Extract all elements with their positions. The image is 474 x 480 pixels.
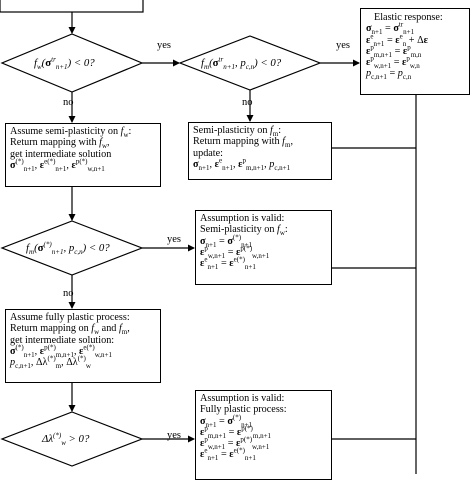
validfull-line-4: εpm,n+1 = εp(*)m,n+1 (200, 424, 272, 440)
elastic-line-2: εen+1 = εen + Δε (366, 32, 428, 48)
no-label-d1: no (63, 97, 74, 108)
decision-4-text: Δλ(*)w > 0? (42, 431, 90, 448)
validw-line-4: εpw,n+1 = εp(*)w,n+1 (200, 244, 270, 260)
elastic-response-box: Elastic response: σn+1 = σtrn+1 εen+1 = … (360, 8, 470, 95)
validfull-line-1: Assumption is valid: (200, 393, 285, 404)
semi-plasticity-fw-box: Assume semi-plasticity on fw: Return map… (5, 123, 161, 187)
yes-label-d4: yes (167, 430, 181, 441)
semim-line-2: Return mapping with fm, (193, 136, 293, 150)
semiw-line-3: get intermediate solution (10, 148, 112, 160)
assumption-valid-full-box: Assumption is valid: Fully plastic proce… (195, 390, 332, 480)
no-label-d2: no (242, 97, 253, 108)
decision-2-text: fm(σtrn+1, pc,n) < 0? (201, 55, 282, 72)
yes-label-d2: yes (336, 40, 350, 51)
validw-line-3: σn+1 = σ(*)n+1 (200, 233, 253, 249)
fully-plastic-box: Assume fully plastic process: Return map… (5, 309, 161, 383)
decision-diamond-4 (0, 411, 144, 467)
semiw-line-1: Assume semi-plasticity on fw: (10, 126, 132, 140)
validfull-line-3: σn+1 = σ(*)n+1 (200, 413, 253, 429)
yes-label-d1: yes (157, 40, 171, 51)
validfull-line-6: εen+1 = εe(*)n+1 (200, 447, 256, 463)
elastic-line-3: εpm,n+1 = εpm,n (366, 43, 422, 59)
semiw-line-4: σ(*)n+1, εe(*)n+1, εp(*)w,n+1 (10, 157, 105, 173)
validw-line-5: εen+1 = εe(*)n+1 (200, 255, 256, 272)
full-line-2: Return mapping on fw and fm, (10, 323, 130, 337)
full-line-1: Assume fully plastic process: (10, 312, 130, 323)
elastic-line-1: σn+1 = σtrn+1 (366, 20, 415, 37)
decision-3-text: fm(σ(*)n+1, pc,n) < 0? (26, 240, 110, 257)
semim-line-3: update: (193, 147, 223, 159)
full-line-5: pc,n+1, Δλ(*)m, Δλ(*)w (10, 354, 91, 371)
elastic-line-4: εpw,n+1 = εpw,n (366, 54, 420, 71)
validw-line-1: Assumption is valid: (200, 213, 285, 224)
no-label-d3: no (63, 288, 74, 299)
elastic-title: Elastic response: (374, 12, 443, 23)
full-line-3: get intermediate solution: (10, 334, 115, 346)
validfull-line-5: εpw,n+1 = εp(*)w,n+1 (200, 435, 270, 452)
full-line-4: σ(*)n+1, εp(*)m,n+1, εe(*)w,n+1 (10, 343, 112, 359)
assumption-valid-fw-box: Assumption is valid: Semi-plasticity on … (195, 210, 332, 285)
semim-line-1: Semi-plasticity on fm: (193, 125, 282, 139)
start-box (0, 0, 144, 13)
validfull-line-2: Fully plastic process: (200, 404, 287, 416)
elastic-line-5: pc,n+1 = pc,n (366, 68, 412, 82)
validw-line-2: Semi-plasticity on fw: (200, 224, 288, 238)
yes-label-d3: yes (167, 234, 181, 245)
semi-plasticity-fm-box: Semi-plasticity on fm: Return mapping wi… (188, 122, 332, 180)
semim-line-4: σn+1, εen+1, εpm,n+1, pc,n+1 (193, 156, 291, 172)
semiw-line-2: Return mapping with fw, (10, 137, 110, 151)
decision-1-text: fw(σtrn+1) < 0? (34, 55, 95, 72)
